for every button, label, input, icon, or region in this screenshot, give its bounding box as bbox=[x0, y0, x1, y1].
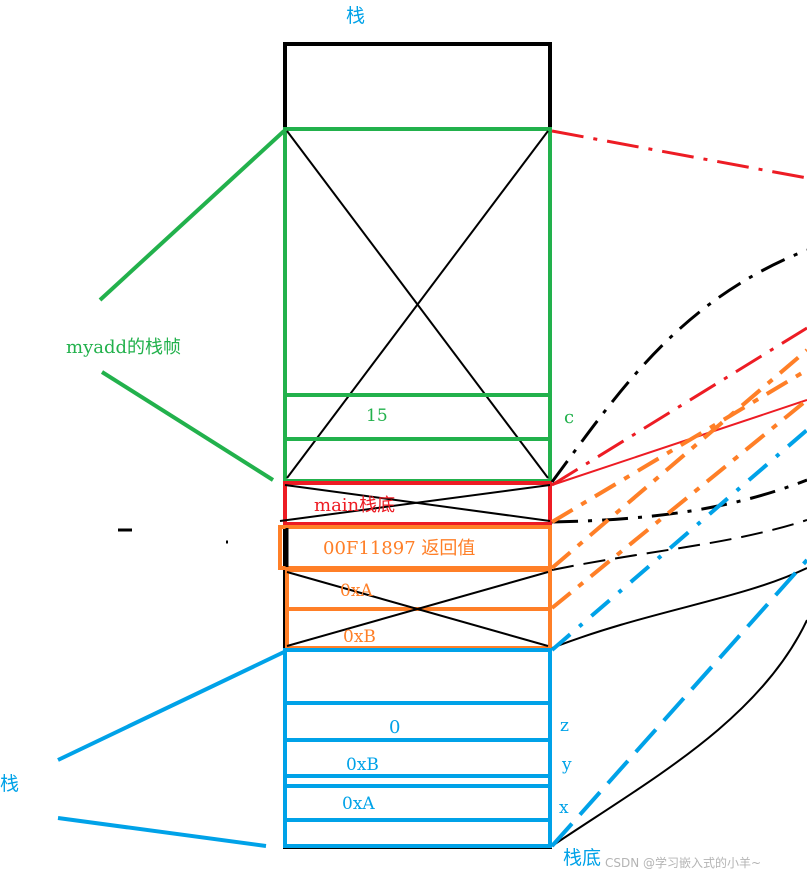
stack-bottom-label: 栈底 bbox=[563, 847, 601, 869]
params-cross-2 bbox=[286, 571, 549, 647]
black-curve-solid-1 bbox=[551, 567, 807, 649]
red-connector-top bbox=[551, 129, 807, 180]
val-b-label: 0xB bbox=[346, 755, 379, 775]
black-curve-solid-2 bbox=[551, 619, 807, 847]
myadd-frame-label: myadd的栈帧 bbox=[66, 337, 181, 358]
watermark: CSDN @学习嵌入式的小羊~ bbox=[605, 855, 761, 870]
main-cross-2 bbox=[279, 484, 551, 522]
myadd-pointer-upper bbox=[98, 129, 286, 302]
red-connector-low bbox=[551, 399, 807, 486]
black-curve-top bbox=[550, 248, 807, 483]
myadd-cross-2 bbox=[286, 130, 549, 479]
var-z-label: z bbox=[560, 716, 569, 736]
orange-connector-1 bbox=[550, 368, 807, 524]
orange-connector-3 bbox=[550, 398, 807, 610]
return-value-label: 00F11897 返回值 bbox=[323, 538, 475, 559]
var-y-label: y bbox=[561, 755, 572, 775]
var-x-label: x bbox=[559, 798, 569, 818]
var-c-label: c bbox=[564, 407, 574, 428]
black-curve-ret bbox=[551, 519, 807, 571]
stack-top-label: 栈 bbox=[346, 5, 365, 27]
blue-connector-2 bbox=[550, 558, 807, 848]
main-frame-box bbox=[283, 648, 552, 848]
param-b-label: 0xB bbox=[343, 627, 376, 647]
value-0: 0 bbox=[389, 717, 400, 738]
black-curve-mid bbox=[551, 478, 807, 524]
main-pointer-lower bbox=[57, 816, 267, 848]
value-15: 15 bbox=[366, 406, 388, 426]
red-connector-mid bbox=[551, 326, 807, 487]
main-pointer-upper bbox=[57, 650, 285, 762]
stack-left-label: 栈 bbox=[0, 773, 19, 795]
orange-connector-2 bbox=[550, 348, 807, 570]
param-a-label: 0xA bbox=[340, 581, 373, 601]
main-bottom-box bbox=[283, 481, 552, 526]
val-a-label: 0xA bbox=[342, 794, 375, 814]
stack-outline bbox=[283, 42, 552, 849]
myadd-pointer-lower bbox=[100, 370, 275, 482]
main-bottom-label: main栈底 bbox=[314, 495, 395, 516]
blue-connector-1 bbox=[550, 428, 807, 652]
